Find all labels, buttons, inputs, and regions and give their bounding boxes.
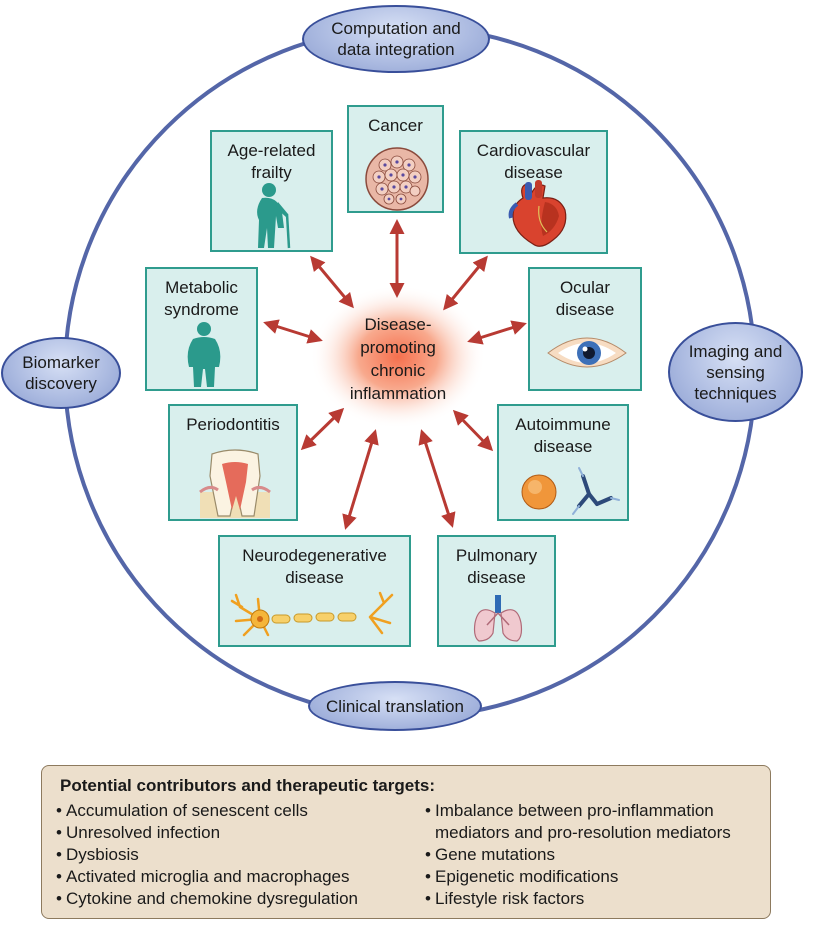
lungs-icon — [473, 595, 523, 642]
list-item: Activated microglia and macrophages — [56, 866, 358, 888]
box-metabolic-label: Metabolic syndrome — [164, 278, 239, 319]
list-item: Gene mutations — [425, 844, 731, 866]
arrow-pulmonary — [418, 429, 456, 528]
oval-imaging: Imaging and sensing techniques — [668, 322, 803, 422]
oval-biomarker: Biomarker discovery — [1, 337, 121, 409]
legend-left-list: Accumulation of senescent cells Unresolv… — [56, 800, 358, 910]
box-periodontitis-label: Periodontitis — [186, 415, 280, 434]
list-item: Lifestyle risk factors — [425, 888, 731, 910]
box-neurodegenerative: Neurodegenerative disease — [218, 535, 411, 647]
arrow-frailty — [310, 255, 354, 309]
obese-person-icon — [187, 322, 221, 387]
box-frailty: Age-related frailty — [210, 130, 333, 252]
box-autoimmune-label: Autoimmune disease — [515, 415, 611, 456]
heart-icon — [508, 180, 567, 247]
box-cardiovascular: Cardiovascular disease — [459, 130, 608, 254]
center-label: Disease- promoting chronic inflammation — [349, 315, 447, 403]
eye-icon — [547, 337, 627, 368]
elderly-person-icon — [257, 183, 291, 249]
arrow-cardiovascular — [443, 255, 488, 311]
center-glow — [310, 285, 486, 429]
arrow-metabolic — [263, 319, 323, 344]
cancer-cells-icon — [365, 147, 429, 211]
box-pulmonary: Pulmonary disease — [437, 535, 556, 647]
box-cardiovascular-label: Cardiovascular disease — [476, 141, 591, 182]
legend-right-list: Imbalance between pro-inflammation media… — [425, 800, 731, 910]
box-neurodegenerative-label: Neurodegenerative disease — [242, 546, 387, 587]
list-item: Epigenetic modifications — [425, 866, 731, 888]
oval-computation: Computation and data integration — [302, 5, 490, 73]
box-cancer: Cancer — [347, 105, 444, 213]
contributors-legend: Potential contributors and therapeutic t… — [41, 765, 771, 919]
arrow-ocular — [467, 320, 527, 345]
box-frailty-label: Age-related frailty — [227, 141, 316, 182]
immune-cell-antibody-icon — [521, 467, 620, 515]
box-cancer-label: Cancer — [368, 116, 423, 135]
box-ocular: Ocular disease — [528, 267, 642, 391]
list-item: Dysbiosis — [56, 844, 358, 866]
neuron-icon — [230, 591, 394, 637]
tooth-icon — [199, 449, 271, 518]
arrow-autoimmune — [452, 409, 494, 452]
box-ocular-label: Ocular disease — [555, 278, 615, 319]
arrow-periodontitis — [300, 407, 345, 451]
list-item: Cytokine and chemokine dysregulation — [56, 888, 358, 910]
box-periodontitis: Periodontitis — [168, 404, 298, 521]
legend-title: Potential contributors and therapeutic t… — [60, 776, 435, 795]
box-metabolic: Metabolic syndrome — [145, 267, 258, 391]
list-item: Unresolved infection — [56, 822, 358, 844]
arrows — [263, 219, 527, 530]
list-item: Accumulation of senescent cells — [56, 800, 358, 822]
arrow-neurodegenerative — [342, 429, 379, 530]
box-autoimmune: Autoimmune disease — [497, 404, 629, 521]
oval-clinical: Clinical translation — [308, 681, 482, 731]
box-pulmonary-label: Pulmonary disease — [455, 546, 538, 587]
list-item: Imbalance between pro-inflammation media… — [425, 800, 731, 844]
